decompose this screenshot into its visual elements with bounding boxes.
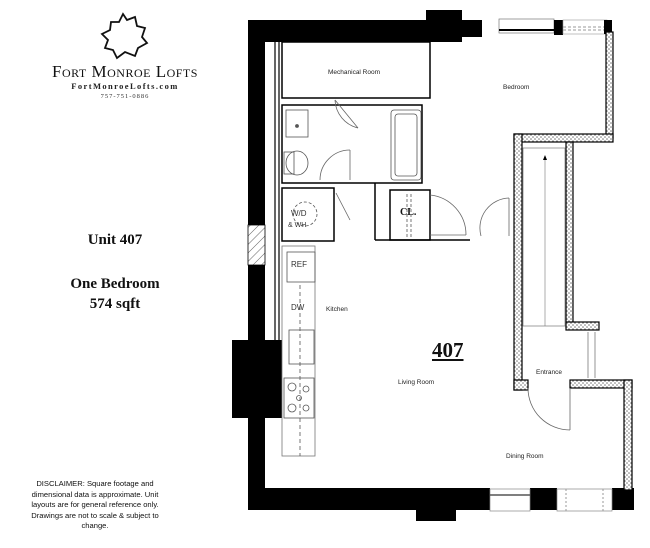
brand-phone[interactable]: 757-751-0886 — [100, 93, 150, 100]
doors — [319, 99, 571, 431]
brand-website[interactable]: FortMonroeLofts.com — [71, 81, 179, 91]
unit-type: One Bedroom — [70, 276, 160, 292]
windows — [489, 18, 613, 512]
fort-outline-icon — [100, 12, 149, 60]
stairs — [522, 147, 566, 327]
disclaimer: DISCLAIMER: Square footage and dimension… — [31, 479, 159, 531]
room-label-mechanical: Mechanical Room — [328, 69, 381, 76]
unit-number: 407 — [432, 338, 464, 362]
room-label-dining: Dining Room — [506, 453, 544, 460]
water-heater-label: & WH — [288, 222, 307, 229]
washer-dryer-label: W/D — [291, 209, 307, 218]
dishwasher-label: DW — [291, 303, 305, 312]
unit-size: 574 sqft — [89, 296, 141, 312]
brand-name: Fort Monroe Lofts — [52, 62, 198, 81]
stairwell-walls — [513, 31, 633, 491]
room-label-living: Living Room — [398, 379, 435, 386]
room-label-bedroom: Bedroom — [503, 84, 530, 91]
logo — [60, 12, 190, 67]
room-label-kitchen: Kitchen — [326, 306, 348, 313]
unit-title: Unit 407 — [87, 232, 143, 248]
refrigerator-label: REF — [291, 260, 307, 269]
room-label-entrance: Entrance — [536, 369, 563, 376]
exterior-walls — [232, 10, 634, 521]
interior-walls — [274, 41, 470, 457]
closet-label: CL. — [400, 207, 417, 218]
fixtures — [283, 109, 422, 456]
